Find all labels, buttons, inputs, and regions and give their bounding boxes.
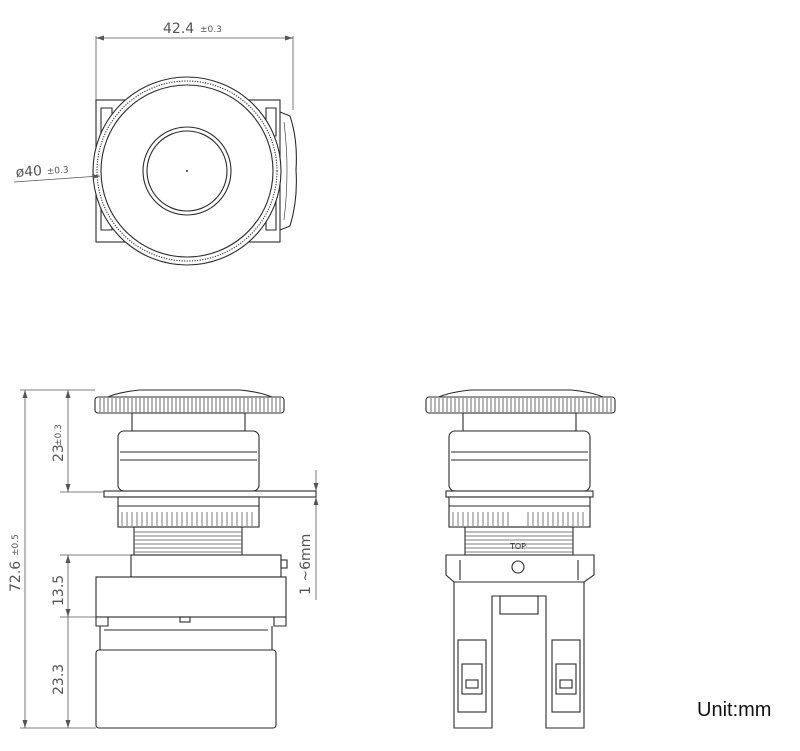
side-contact-block	[95, 649, 277, 729]
side-dimensions: 72.6 ±0.5 23 ±0.3 1 ~6mm 13.5 23.3	[8, 389, 319, 729]
width-value: 42.4	[163, 21, 194, 37]
width-dimension: 42.4 ±0.3	[95, 21, 294, 110]
head-height-value: 23	[51, 444, 67, 462]
total-height-tolerance: ±0.5	[11, 534, 21, 556]
side-collar	[117, 430, 260, 492]
mushroom-head-knurl	[96, 80, 278, 262]
body-upper-value: 13.5	[51, 575, 67, 606]
diameter-value: ø40	[15, 163, 42, 181]
side-body-top	[130, 554, 282, 578]
side-panel	[103, 490, 317, 498]
back-frame	[445, 554, 595, 729]
top-side-latch	[279, 111, 297, 231]
unit-label: Unit:mm	[697, 699, 771, 721]
side-view: 72.6 ±0.5 23 ±0.3 1 ~6mm 13.5 23.3	[8, 389, 319, 729]
width-tolerance: ±0.3	[200, 25, 222, 35]
back-screw	[511, 560, 525, 574]
diameter-dimension: ø40 ±0.3	[13, 163, 101, 183]
back-nut-ring	[448, 496, 591, 528]
top-mark: TOP	[509, 542, 526, 551]
side-body	[95, 576, 287, 618]
panel-range: 1 ~6mm	[298, 534, 314, 595]
body-lower-value: 23.3	[51, 664, 67, 695]
mushroom-head-center	[142, 126, 232, 216]
diameter-tolerance: ±0.3	[47, 165, 70, 177]
top-view: 42.4 ±0.3 ø40 ±0.3	[13, 21, 297, 266]
head-height-tolerance: ±0.3	[54, 424, 64, 446]
back-collar	[448, 430, 591, 492]
back-terminals	[457, 639, 581, 713]
back-view: TOP	[425, 389, 616, 729]
side-nut-ring	[117, 496, 260, 528]
total-height-value: 72.6	[8, 561, 24, 592]
